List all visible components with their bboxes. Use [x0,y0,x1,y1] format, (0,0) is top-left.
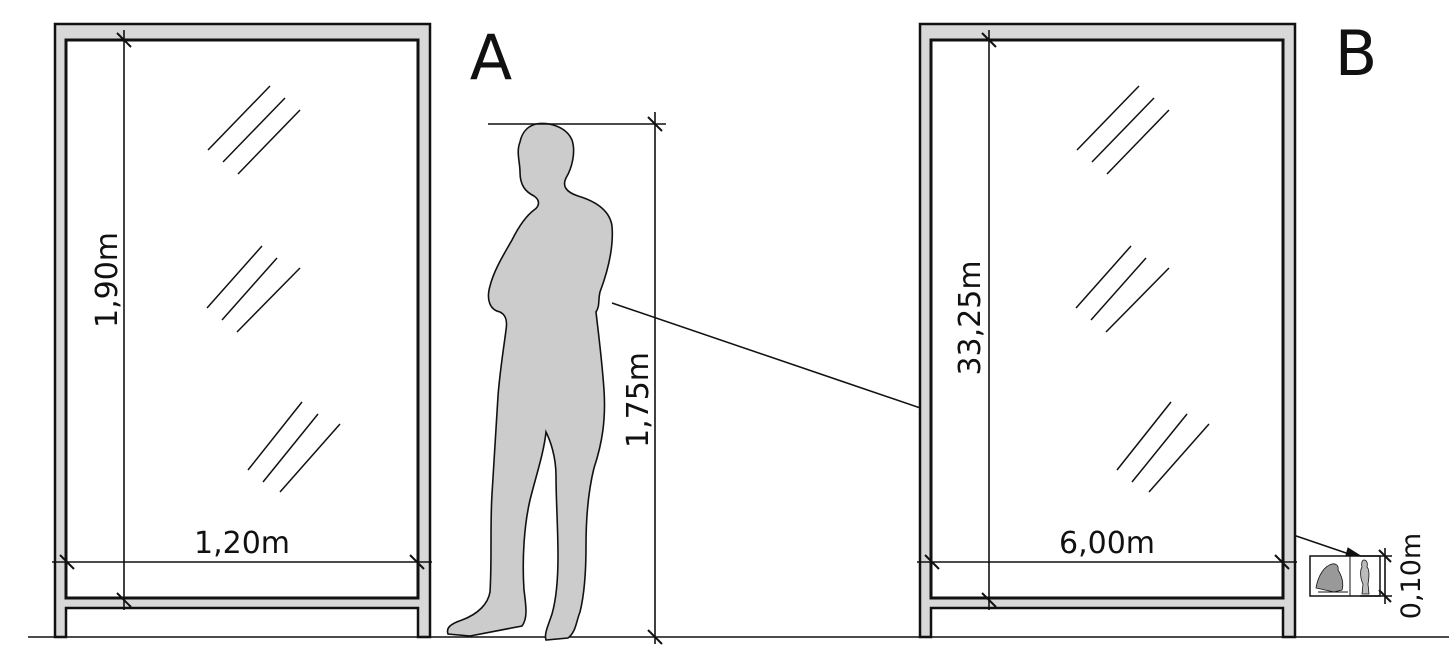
dimension-lines-b [917,30,1297,610]
person-height-label: 1,75m [621,352,656,448]
tiny-person-icon [1360,559,1370,595]
panel-label-a: A [470,21,512,94]
person-silhouette [446,122,614,641]
bird-icon [1315,563,1344,593]
small-height-label: 0,10m [1396,533,1427,619]
a-width-label: 1,20m [194,526,290,561]
miniature-display [1309,555,1381,597]
dimension-lines-a [52,30,432,610]
glass-reflection-marks-b [1075,85,1210,493]
b-height-label: 33,25m [953,260,988,375]
person-height-dimension [488,112,666,645]
small-height-dimension [1360,548,1392,604]
a-height-label: 1,90m [90,232,125,328]
b-width-label: 6,00m [1059,526,1155,561]
panel-label-b: B [1335,17,1378,90]
glass-reflection-marks-a [206,85,341,493]
